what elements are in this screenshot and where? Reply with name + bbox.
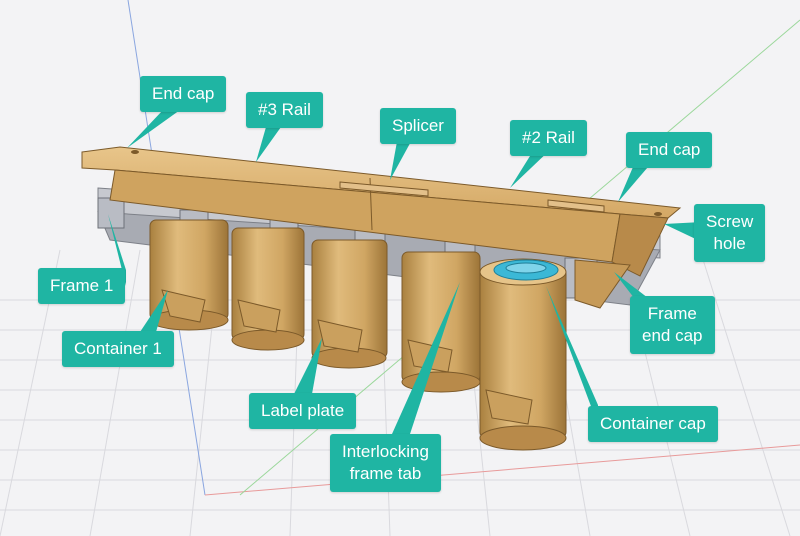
callout-frame-1: Frame 1 [38, 268, 126, 304]
container-1 [149, 219, 229, 331]
leader-lines [108, 110, 702, 434]
container-5 [479, 258, 567, 451]
axis-horizontal [204, 444, 800, 496]
callout-end-cap-left: End cap [140, 76, 227, 112]
callout-end-cap-right: End cap [626, 132, 713, 168]
callout-screw-hole: Screw hole [694, 204, 766, 262]
callout-frame-end-cap: Frame end cap [630, 296, 715, 354]
callout-label-plate: Label plate [249, 393, 357, 429]
container-cap-shape [493, 259, 559, 281]
container-3 [311, 239, 388, 369]
callout-splicer: Splicer [380, 108, 456, 144]
container-4 [401, 251, 481, 393]
callout-rail-3: #3 Rail [246, 92, 323, 128]
callout-container-1: Container 1 [62, 331, 174, 367]
callout-interlocking-frame-tab: Interlocking frame tab [330, 434, 441, 492]
rail-assembly [81, 146, 682, 309]
container-2 [231, 227, 305, 351]
callout-container-cap: Container cap [588, 406, 718, 442]
callout-rail-2: #2 Rail [510, 120, 587, 156]
